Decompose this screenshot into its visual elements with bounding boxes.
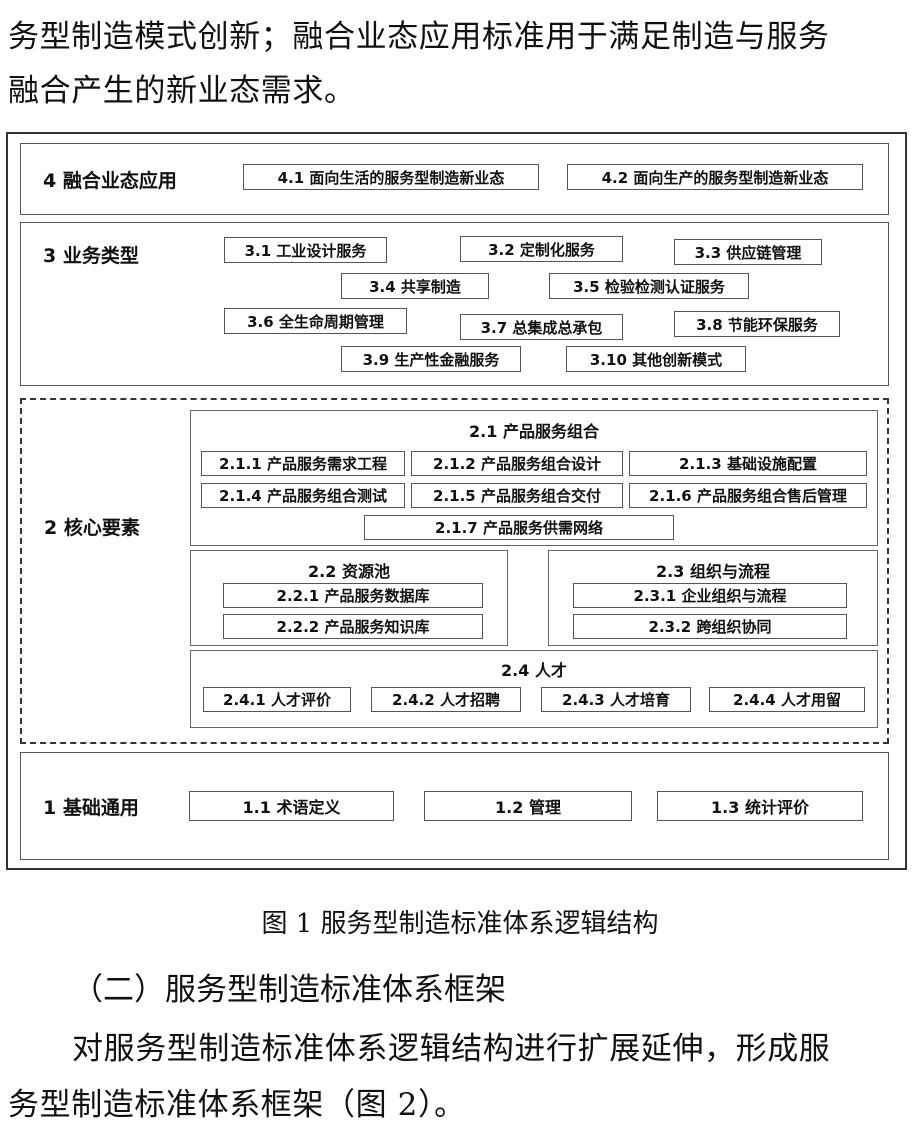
item-2-1-6: 2.1.6 产品服务组合售后管理 [629,483,867,508]
group-2-3-title: 2.3 组织与流程 [656,562,770,581]
item-2-1-1: 2.1.1 产品服务需求工程 [201,451,405,476]
group-2-2-title: 2.2 资源池 [308,562,390,581]
item-3-3: 3.3 供应链管理 [674,239,822,265]
item-2-1-3: 2.1.3 基础设施配置 [629,451,867,476]
item-2-4-1: 2.4.1 人才评价 [203,687,351,712]
item-3-8: 3.8 节能环保服务 [674,311,840,337]
item-3-2: 3.2 定制化服务 [460,236,623,262]
layer-1-general-foundation: 1 基础通用 1.1 术语定义 1.2 管理 1.3 统计评价 [20,752,889,860]
body-paragraph-line-2: 务型制造标准体系框架（图 2）。 [8,1087,466,1123]
item-2-2-2: 2.2.2 产品服务知识库 [223,614,483,639]
logic-structure-figure: 4 融合业态应用 4.1 面向生活的服务型制造新业态 4.2 面向生产的服务型制… [6,132,907,870]
layer-3-title: 3 业务类型 [43,245,139,267]
item-3-1: 3.1 工业设计服务 [224,237,387,263]
item-1-2: 1.2 管理 [424,791,632,821]
layer-2-core-elements: 2 核心要素 2.1 产品服务组合 2.1.1 产品服务需求工程 2.1.2 产… [20,398,889,744]
layer-1-title: 1 基础通用 [43,797,139,819]
layer-4-fusion-applications: 4 融合业态应用 4.1 面向生活的服务型制造新业态 4.2 面向生产的服务型制… [20,143,889,215]
item-3-5: 3.5 检验检测认证服务 [549,273,749,299]
group-2-3-organization-process: 2.3 组织与流程 2.3.1 企业组织与流程 2.3.2 跨组织协同 [548,550,878,646]
group-2-2-resource-pool: 2.2 资源池 2.2.1 产品服务数据库 2.2.2 产品服务知识库 [190,550,508,646]
section-heading: （二）服务型制造标准体系框架 [72,972,506,1008]
item-1-3: 1.3 统计评价 [657,791,863,821]
item-2-4-4: 2.4.4 人才用留 [709,687,865,712]
item-2-1-4: 2.1.4 产品服务组合测试 [201,483,405,508]
item-3-9: 3.9 生产性金融服务 [341,346,521,372]
item-2-1-7: 2.1.7 产品服务供需网络 [364,515,674,540]
layer-4-title: 4 融合业态应用 [43,170,177,192]
item-2-2-1: 2.2.1 产品服务数据库 [223,583,483,608]
item-2-1-5: 2.1.5 产品服务组合交付 [411,483,623,508]
item-3-7: 3.7 总集成总承包 [460,314,623,340]
item-4-2: 4.2 面向生产的服务型制造新业态 [567,164,863,190]
item-1-1: 1.1 术语定义 [189,791,394,821]
item-3-6: 3.6 全生命周期管理 [224,308,407,334]
item-4-1: 4.1 面向生活的服务型制造新业态 [243,164,539,190]
figure-caption: 图 1 服务型制造标准体系逻辑结构 [261,909,659,939]
intro-paragraph-line-2: 融合产生的新业态需求。 [8,73,356,109]
item-2-3-1: 2.3.1 企业组织与流程 [573,583,847,608]
layer-2-title: 2 核心要素 [44,517,140,539]
item-3-10: 3.10 其他创新模式 [566,346,746,372]
layer-3-business-types: 3 业务类型 3.1 工业设计服务 3.2 定制化服务 3.3 供应链管理 3.… [20,222,889,386]
group-2-4-talent: 2.4 人才 2.4.1 人才评价 2.4.2 人才招聘 2.4.3 人才培育 … [190,650,878,728]
item-3-4: 3.4 共享制造 [341,273,489,299]
body-paragraph-line-1: 对服务型制造标准体系逻辑结构进行扩展延伸，形成服 [72,1031,831,1067]
intro-paragraph-line-1: 务型制造模式创新；融合业态应用标准用于满足制造与服务 [8,19,830,55]
item-2-4-2: 2.4.2 人才招聘 [371,687,521,712]
group-2-1-title: 2.1 产品服务组合 [469,422,599,441]
item-2-1-2: 2.1.2 产品服务组合设计 [411,451,623,476]
group-2-1-product-service-combo: 2.1 产品服务组合 2.1.1 产品服务需求工程 2.1.2 产品服务组合设计… [190,410,878,546]
item-2-4-3: 2.4.3 人才培育 [541,687,691,712]
group-2-4-title: 2.4 人才 [501,661,567,680]
item-2-3-2: 2.3.2 跨组织协同 [573,614,847,639]
